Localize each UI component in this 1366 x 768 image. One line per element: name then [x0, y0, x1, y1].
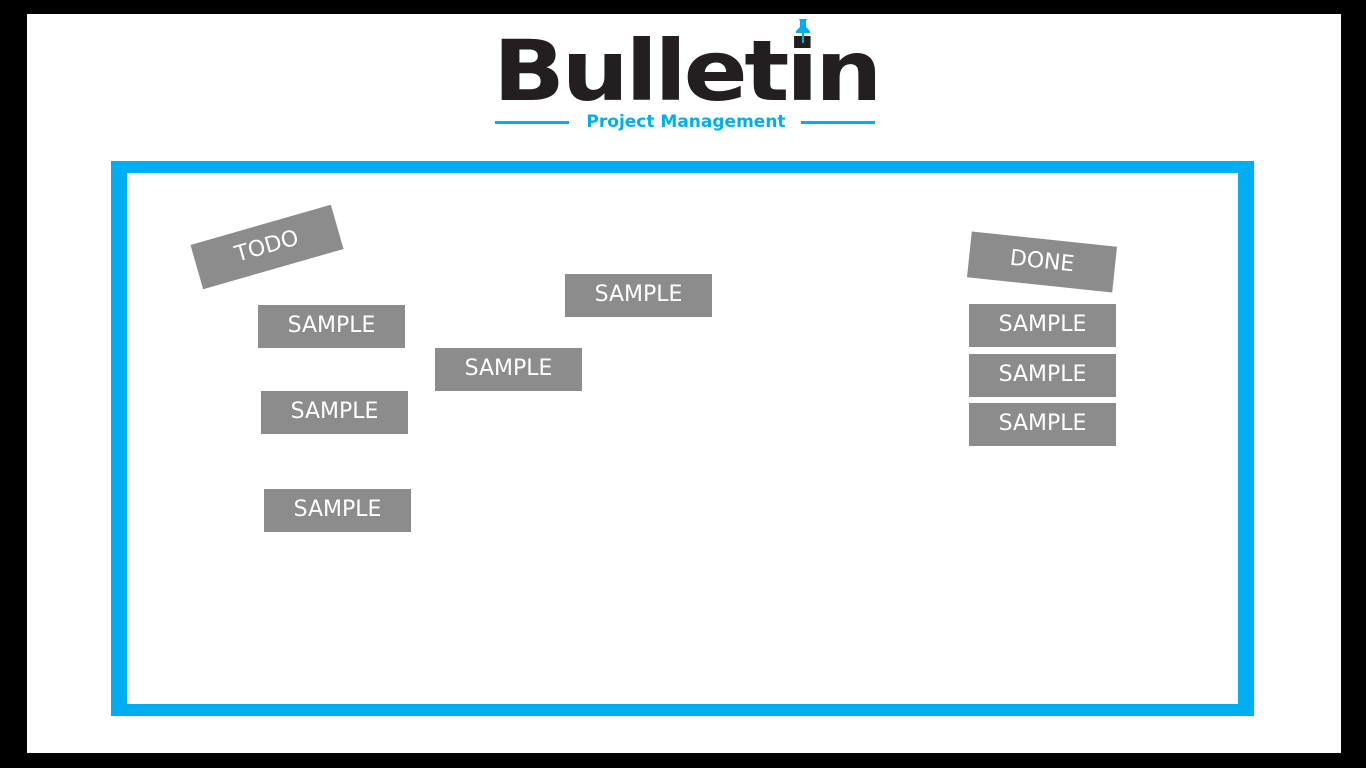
task-card[interactable]: SAMPLE — [261, 391, 408, 434]
logo-subtitle: Project Management — [586, 112, 786, 132]
done-card[interactable]: SAMPLE — [969, 304, 1116, 347]
task-card[interactable]: SAMPLE — [565, 274, 712, 317]
app-window: Bulletin Project Management TODO DONE SA… — [27, 14, 1341, 753]
logo-divider-right — [801, 121, 875, 124]
logo-title-text: Bulletin — [493, 22, 879, 114]
done-card[interactable]: SAMPLE — [969, 354, 1116, 397]
todo-column-label: TODO — [190, 204, 344, 290]
bulletin-logo: Bulletin Project Management — [493, 18, 883, 134]
task-card[interactable]: SAMPLE — [258, 305, 405, 348]
task-card[interactable]: SAMPLE — [435, 348, 582, 391]
logo-subtitle-row: Project Management — [493, 110, 883, 134]
done-card[interactable]: SAMPLE — [969, 403, 1116, 446]
pushpin-icon — [796, 19, 810, 43]
logo-title: Bulletin — [493, 22, 882, 114]
task-card[interactable]: SAMPLE — [264, 489, 411, 532]
done-column-label: DONE — [966, 231, 1118, 293]
kanban-board: TODO DONE SAMPLE SAMPLE SAMPLE SAMPLE SA… — [111, 161, 1254, 716]
logo-divider-left — [495, 121, 569, 124]
